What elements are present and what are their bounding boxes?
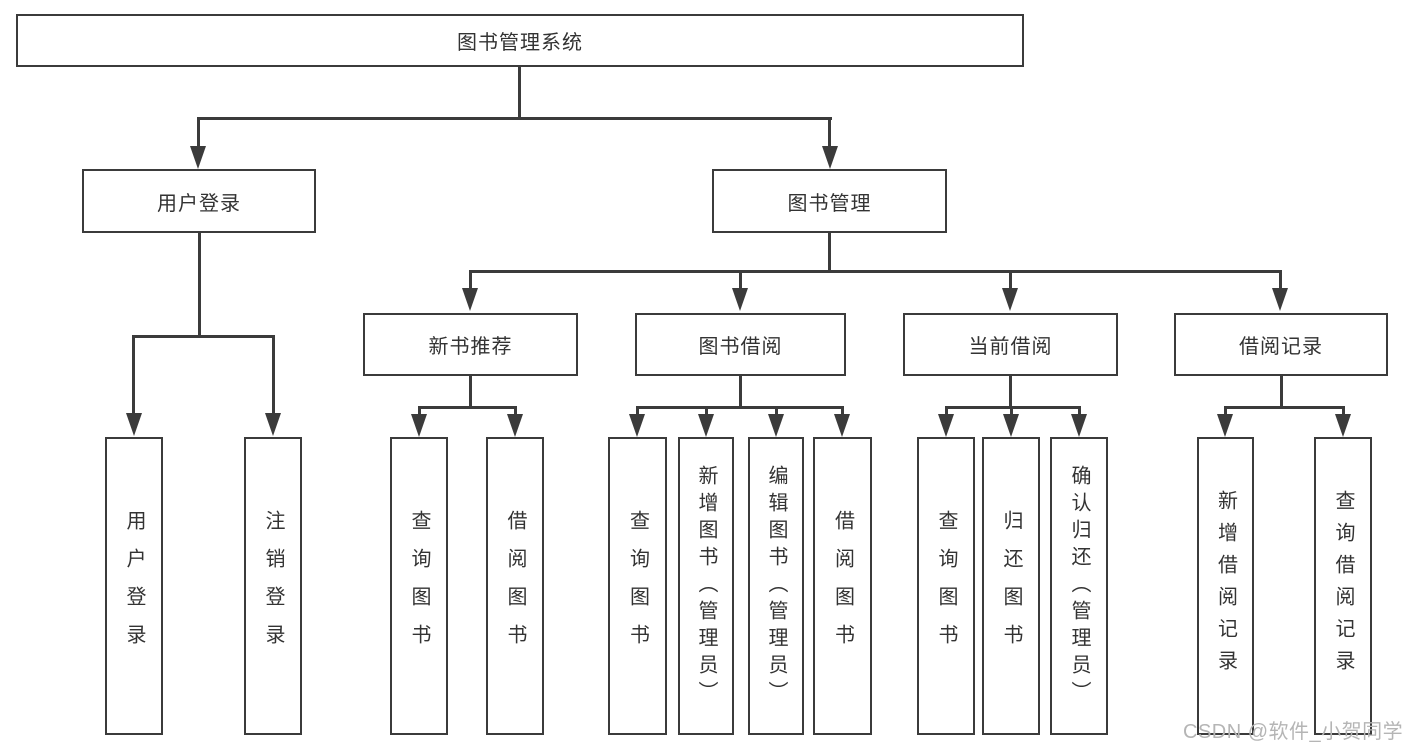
arrow-down-icon (126, 413, 142, 436)
connector-line (1224, 406, 1227, 416)
arrow-down-icon (462, 288, 478, 311)
leaf-label: 归还图书 (1000, 510, 1022, 662)
leaf-add-book-admin: 新增图书（管理员） (678, 437, 734, 735)
node-label: 图书管理 (787, 192, 872, 215)
leaf-user-login: 用户登录 (105, 437, 163, 735)
arrow-down-icon (190, 146, 206, 169)
leaf-label: 用户登录 (123, 510, 145, 662)
node-new-book-recommend: 新书推荐 (363, 313, 578, 376)
arrow-down-icon (265, 413, 281, 436)
leaf-query-borrow-record: 查询借阅记录 (1314, 437, 1372, 735)
node-library-management-system: 图书管理系统 (16, 14, 1024, 67)
arrow-down-icon (768, 414, 784, 437)
arrow-down-icon (1071, 414, 1087, 437)
connector-line (1009, 270, 1012, 291)
node-label: 新书推荐 (428, 336, 513, 358)
connector-line (132, 335, 135, 416)
connector-line (518, 67, 521, 118)
connector-line (133, 335, 275, 338)
connector-line (636, 406, 639, 416)
arrow-down-icon (411, 414, 427, 437)
leaf-edit-book-admin: 编辑图书（管理员） (748, 437, 804, 735)
node-book-management: 图书管理 (712, 169, 947, 233)
connector-line (775, 406, 778, 416)
leaf-label: 注销登录 (262, 510, 284, 662)
connector-line (469, 270, 1282, 273)
connector-line (197, 117, 200, 149)
leaf-label: 借阅图书 (504, 510, 526, 662)
node-borrow-records: 借阅记录 (1174, 313, 1388, 376)
arrow-down-icon (507, 414, 523, 437)
leaf-borrow-books-recommend: 借阅图书 (486, 437, 544, 735)
leaf-borrow-books: 借阅图书 (813, 437, 872, 735)
leaf-label: 查询图书 (935, 510, 957, 662)
arrow-down-icon (1335, 414, 1351, 437)
leaf-logout: 注销登录 (244, 437, 302, 735)
connector-line (945, 406, 948, 416)
connector-line (828, 117, 831, 149)
node-book-borrowing: 图书借阅 (635, 313, 846, 376)
connector-line (272, 335, 275, 416)
leaf-query-books-current: 查询图书 (917, 437, 975, 735)
leaf-label: 新增借阅记录 (1214, 490, 1237, 682)
node-label: 当前借阅 (968, 336, 1053, 358)
arrow-down-icon (698, 414, 714, 437)
connector-line (197, 117, 832, 120)
connector-line (1010, 406, 1013, 416)
connector-line (469, 270, 472, 291)
connector-line (418, 406, 517, 409)
leaf-label: 编辑图书（管理员） (765, 464, 787, 708)
connector-line (514, 406, 517, 416)
node-label: 图书管理系统 (457, 32, 583, 54)
connector-line (418, 406, 421, 416)
connector-line (198, 233, 201, 337)
connector-line (1342, 406, 1345, 416)
csdn-watermark: CSDN @软件_小贺同学 (1183, 721, 1404, 743)
arrow-down-icon (1272, 288, 1288, 311)
node-current-borrowing: 当前借阅 (903, 313, 1118, 376)
arrow-down-icon (834, 414, 850, 437)
leaf-add-borrow-record: 新增借阅记录 (1197, 437, 1254, 735)
connector-line (705, 406, 708, 416)
leaf-label: 查询借阅记录 (1332, 490, 1354, 682)
leaf-return-books: 归还图书 (982, 437, 1040, 735)
connector-line (1078, 406, 1081, 416)
leaf-query-books-borrowing: 查询图书 (608, 437, 667, 735)
node-label: 用户登录 (157, 192, 241, 215)
arrow-down-icon (822, 146, 838, 169)
leaf-label: 借阅图书 (831, 510, 854, 662)
leaf-confirm-return-admin: 确认归还（管理员） (1050, 437, 1108, 735)
connector-line (1009, 376, 1012, 408)
connector-line (469, 376, 472, 408)
node-label: 借阅记录 (1239, 336, 1323, 358)
arrow-down-icon (1003, 414, 1019, 437)
connector-line (739, 376, 742, 408)
connector-line (1280, 376, 1283, 408)
connector-line (1224, 406, 1345, 409)
arrow-down-icon (629, 414, 645, 437)
leaf-label: 新增图书（管理员） (695, 464, 717, 708)
node-label: 图书借阅 (698, 336, 783, 358)
connector-line (1279, 270, 1282, 291)
connector-line (636, 406, 844, 409)
leaf-label: 查询图书 (626, 510, 649, 662)
connector-line (828, 233, 831, 273)
arrow-down-icon (938, 414, 954, 437)
connector-line (945, 406, 1081, 409)
leaf-label: 查询图书 (408, 510, 430, 662)
node-user-login: 用户登录 (82, 169, 316, 233)
connector-line (739, 270, 742, 291)
arrow-down-icon (1002, 288, 1018, 311)
arrow-down-icon (732, 288, 748, 311)
leaf-query-books-recommend: 查询图书 (390, 437, 448, 735)
leaf-label: 确认归还（管理员） (1068, 464, 1090, 708)
connector-line (841, 406, 844, 416)
arrow-down-icon (1217, 414, 1233, 437)
